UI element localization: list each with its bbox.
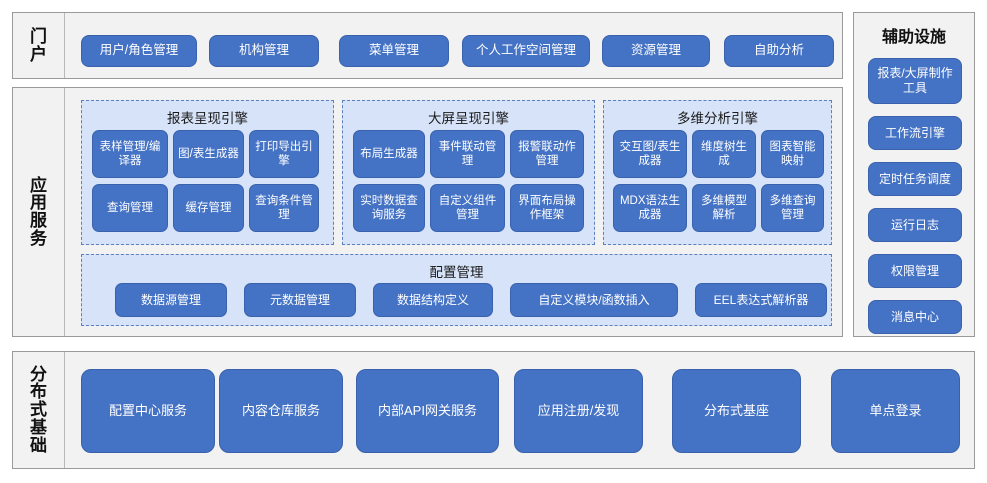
portal-item-menu-management[interactable]: 菜单管理 [339,35,449,67]
node-chart-table-generator[interactable]: 图/表生成器 [173,130,244,178]
portal-item-org-management[interactable]: 机构管理 [209,35,319,67]
portal-label: 门户 [30,26,47,64]
application-services-label: 应用服务 [30,175,47,248]
node-multidimensional-query-management[interactable]: 多维查询管理 [761,184,824,232]
node-message-center[interactable]: 消息中心 [868,300,962,334]
node-content-repository-service[interactable]: 内容仓库服务 [219,369,343,453]
group-title-configuration-management: 配置管理 [429,265,484,280]
node-config-center-service[interactable]: 配置中心服务 [81,369,215,453]
node-distributed-foundation[interactable]: 分布式基座 [672,369,801,453]
node-permission-management[interactable]: 权限管理 [868,254,962,288]
group-title-large-screen-rendering-engine: 大屏呈现引擎 [428,111,509,126]
node-custom-component-management[interactable]: 自定义组件管理 [430,184,505,232]
distributed-base-band-label: 分布式基础 [13,352,65,468]
node-runtime-log[interactable]: 运行日志 [868,208,962,242]
node-internal-api-gateway-service[interactable]: 内部API网关服务 [356,369,499,453]
node-event-linkage-management[interactable]: 事件联动管理 [430,130,505,178]
portal-item-personal-workspace-management[interactable]: 个人工作空间管理 [462,35,590,67]
node-application-registration-discovery[interactable]: 应用注册/发现 [514,369,643,453]
node-scheduled-task-scheduling[interactable]: 定时任务调度 [868,162,962,196]
node-report-large-screen-authoring-tool[interactable]: 报表/大屏制作工具 [868,58,962,104]
node-realtime-data-query-service[interactable]: 实时数据查询服务 [353,184,425,232]
node-interactive-chart-table-generator[interactable]: 交互图/表生成器 [613,130,687,178]
node-custom-module-function-insertion[interactable]: 自定义模块/函数插入 [510,283,678,317]
node-layout-generator[interactable]: 布局生成器 [353,130,425,178]
node-table-template-management-compiler[interactable]: 表样管理/编译器 [92,130,168,178]
node-ui-layout-operation-framework[interactable]: 界面布局操作框架 [510,184,584,232]
node-workflow-engine[interactable]: 工作流引擎 [868,116,962,150]
node-print-export-engine[interactable]: 打印导出引擎 [249,130,319,178]
portal-band-label: 门户 [13,13,65,78]
application-services-panel: 应用服务 报表呈现引擎 表样管理/编译器 图/表生成器 打印导出引擎 查询管理 … [12,87,843,337]
group-large-screen-rendering-engine: 大屏呈现引擎 布局生成器 事件联动管理 报警联动作管理 实时数据查询服务 自定义… [342,100,595,245]
node-cache-management[interactable]: 缓存管理 [173,184,244,232]
node-mdx-syntax-generator[interactable]: MDX语法生成器 [613,184,687,232]
node-dimension-tree-generation[interactable]: 维度树生成 [692,130,756,178]
portal-item-user-role-management[interactable]: 用户/角色管理 [81,35,197,67]
distributed-base-label: 分布式基础 [30,364,47,455]
distributed-base-panel: 分布式基础 配置中心服务 内容仓库服务 内部API网关服务 应用注册/发现 分布… [12,351,975,469]
node-alarm-linkage-action-management[interactable]: 报警联动作管理 [510,130,584,178]
group-multidimensional-analysis-engine: 多维分析引擎 交互图/表生成器 维度树生成 图表智能映射 MDX语法生成器 多维… [603,100,832,245]
application-services-band-label: 应用服务 [13,88,65,336]
node-single-sign-on[interactable]: 单点登录 [831,369,960,453]
auxiliary-facilities-panel: 辅助设施 报表/大屏制作工具 工作流引擎 定时任务调度 运行日志 权限管理 消息… [853,12,975,337]
portal-item-resource-management[interactable]: 资源管理 [602,35,710,67]
group-report-rendering-engine: 报表呈现引擎 表样管理/编译器 图/表生成器 打印导出引擎 查询管理 缓存管理 … [81,100,334,245]
portal-item-self-service-analysis[interactable]: 自助分析 [724,35,834,67]
group-title-multidimensional-analysis-engine: 多维分析引擎 [677,111,758,126]
node-datasource-management[interactable]: 数据源管理 [115,283,227,317]
node-data-structure-definition[interactable]: 数据结构定义 [373,283,493,317]
group-title-report-rendering-engine: 报表呈现引擎 [167,111,248,126]
node-chart-intelligent-mapping[interactable]: 图表智能映射 [761,130,824,178]
node-query-management[interactable]: 查询管理 [92,184,168,232]
auxiliary-facilities-label: 辅助设施 [881,29,946,46]
node-query-condition-management[interactable]: 查询条件管理 [249,184,319,232]
group-configuration-management: 配置管理 数据源管理 元数据管理 数据结构定义 自定义模块/函数插入 EEL表达… [81,254,832,326]
portal-panel: 门户 用户/角色管理 机构管理 菜单管理 个人工作空间管理 资源管理 自助分析 [12,12,843,79]
node-multidimensional-model-parsing[interactable]: 多维模型解析 [692,184,756,232]
node-eel-expression-parser[interactable]: EEL表达式解析器 [695,283,827,317]
node-metadata-management[interactable]: 元数据管理 [244,283,356,317]
